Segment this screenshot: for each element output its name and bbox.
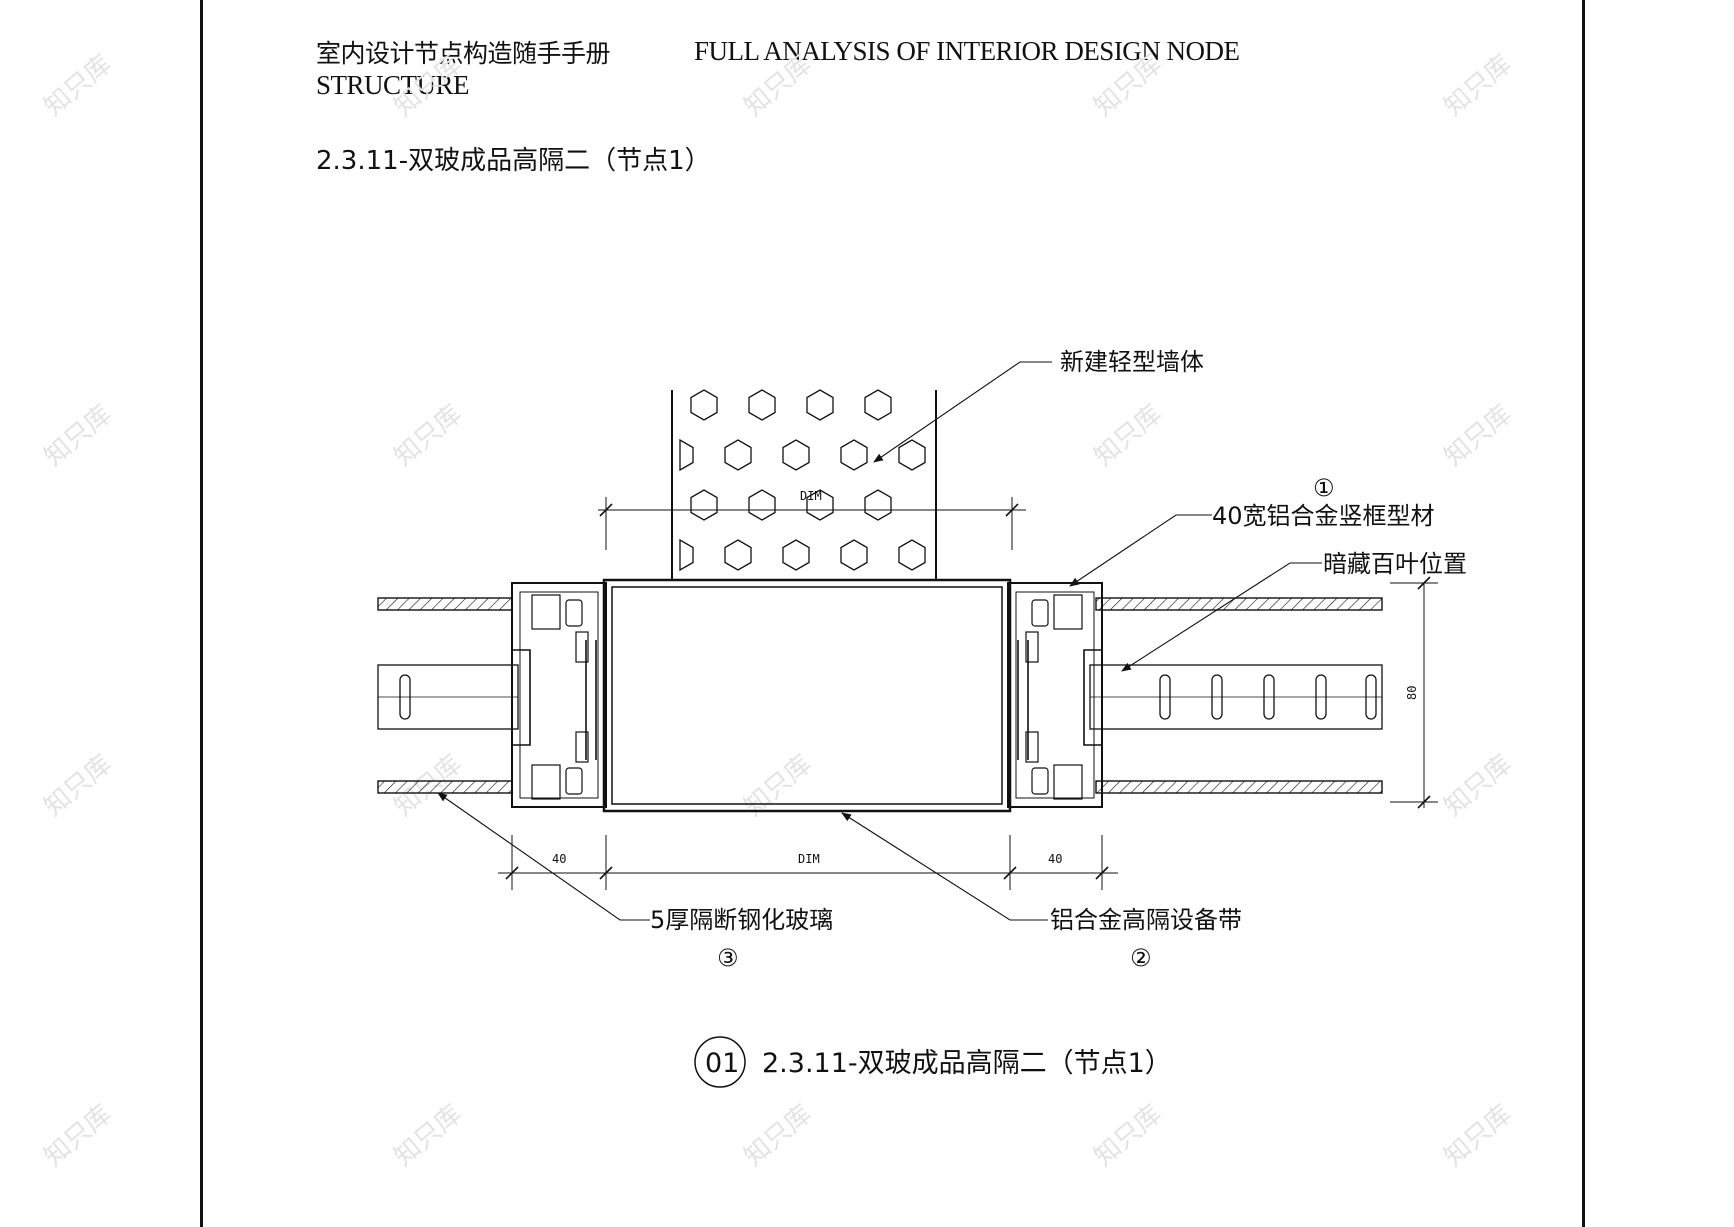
header-en-title: FULL ANALYSIS OF INTERIOR DESIGN NODE bbox=[694, 36, 1240, 66]
louver-slot bbox=[1315, 674, 1327, 720]
dimension-top bbox=[598, 497, 1026, 550]
label-equipment-band: 铝合金高隔设备带 bbox=[1050, 906, 1242, 934]
hexagon-fill bbox=[679, 538, 694, 572]
leader-lines bbox=[437, 361, 1322, 921]
watermark: 知只库 bbox=[1439, 749, 1518, 822]
hexagon-fill bbox=[806, 489, 834, 521]
watermark: 知只库 bbox=[1439, 399, 1518, 472]
hexagon-fill bbox=[782, 539, 810, 571]
watermark: 知只库 bbox=[389, 49, 468, 122]
hexagon-fill bbox=[898, 439, 926, 471]
left-mullion-frame bbox=[511, 582, 607, 808]
hexagon-fill bbox=[782, 439, 810, 471]
dimension-bottom-mid-label: DIM bbox=[798, 852, 820, 866]
hexagon-fill bbox=[690, 389, 718, 421]
dimension-top-label: DIM bbox=[800, 489, 822, 503]
hexagon-fill bbox=[840, 539, 868, 571]
label-band-number: ② bbox=[1130, 944, 1152, 972]
header-en-title-line2: STRUCTURE bbox=[316, 70, 470, 100]
watermark: 知只库 bbox=[39, 399, 118, 472]
caption-title: 2.3.11-双玻成品高隔二（节点1） bbox=[762, 1048, 1172, 1079]
hexagon-fill bbox=[840, 439, 868, 471]
right-mullion-frame bbox=[1007, 582, 1103, 808]
page-border-left bbox=[200, 0, 203, 1227]
label-tempered-glass: 5厚隔断钢化玻璃 bbox=[650, 906, 833, 934]
label-hidden-louver: 暗藏百叶位置 bbox=[1323, 550, 1467, 578]
hexagon-fill bbox=[864, 489, 892, 521]
hexagon-fill bbox=[748, 489, 776, 521]
watermark: 知只库 bbox=[1439, 49, 1518, 122]
watermark: 知只库 bbox=[739, 1099, 818, 1172]
label-glass-number: ③ bbox=[717, 944, 739, 972]
lightweight-wall bbox=[671, 389, 937, 580]
equipment-band bbox=[602, 578, 1012, 813]
watermark: 知只库 bbox=[1089, 1099, 1168, 1172]
caption-number-circle bbox=[694, 1036, 746, 1088]
dimension-right-label: 80 bbox=[1405, 686, 1419, 700]
label-lightweight-wall: 新建轻型墙体 bbox=[1060, 348, 1204, 376]
louver-slot bbox=[1159, 674, 1171, 720]
dimension-right bbox=[1390, 576, 1438, 809]
watermark: 知只库 bbox=[1439, 1099, 1518, 1172]
page-border-right bbox=[1582, 0, 1585, 1227]
dimension-bottom-right-label: 40 bbox=[1048, 852, 1062, 866]
louver-slot bbox=[1365, 674, 1377, 720]
watermark-layer: 知只库 知只库 知只库 知只库 知只库 知只库 知只库 知只库 知只库 知只库 … bbox=[39, 49, 1518, 1172]
hexagon-fill bbox=[690, 489, 718, 521]
right-glass-panel bbox=[1089, 597, 1383, 794]
watermark: 知只库 bbox=[739, 49, 818, 122]
watermark: 知只库 bbox=[1089, 49, 1168, 122]
section-title: 2.3.11-双玻成品高隔二（节点1） bbox=[316, 146, 711, 176]
watermark: 知只库 bbox=[39, 749, 118, 822]
louver-slot bbox=[1263, 674, 1275, 720]
watermark: 知只库 bbox=[1089, 399, 1168, 472]
hexagon-fill bbox=[864, 389, 892, 421]
hexagon-fill bbox=[898, 539, 926, 571]
dimension-bottom-left-label: 40 bbox=[552, 852, 566, 866]
hexagon-fill bbox=[806, 389, 834, 421]
watermark: 知只库 bbox=[389, 399, 468, 472]
label-aluminium-mullion: 40宽铝合金竖框型材 bbox=[1212, 502, 1435, 530]
louver-slot bbox=[1211, 674, 1223, 720]
hexagon-fill bbox=[748, 389, 776, 421]
hexagon-fill bbox=[724, 539, 752, 571]
label-frame-number: ① bbox=[1313, 474, 1335, 502]
watermark: 知只库 bbox=[39, 1099, 118, 1172]
watermark: 知只库 bbox=[39, 49, 118, 122]
watermark: 知只库 bbox=[389, 1099, 468, 1172]
hexagon-fill bbox=[724, 439, 752, 471]
hexagon-fill bbox=[679, 438, 694, 472]
caption-number: 01 bbox=[705, 1048, 739, 1079]
header-cn-title: 室内设计节点构造随手手册 bbox=[316, 39, 611, 68]
